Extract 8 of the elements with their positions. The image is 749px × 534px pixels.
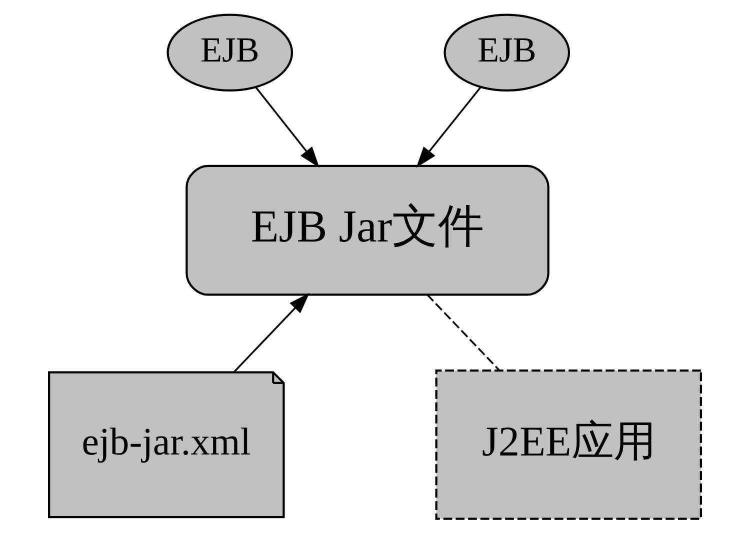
connector [426, 294, 500, 372]
node-ellipse: EJB [443, 14, 570, 92]
arrow [254, 86, 319, 168]
node-ellipse: EJB [166, 14, 293, 92]
arrow [232, 292, 310, 373]
node-box: EJB Jar文件 [185, 164, 549, 296]
arrow [416, 86, 481, 168]
node-box: J2EE应用 [434, 370, 702, 520]
